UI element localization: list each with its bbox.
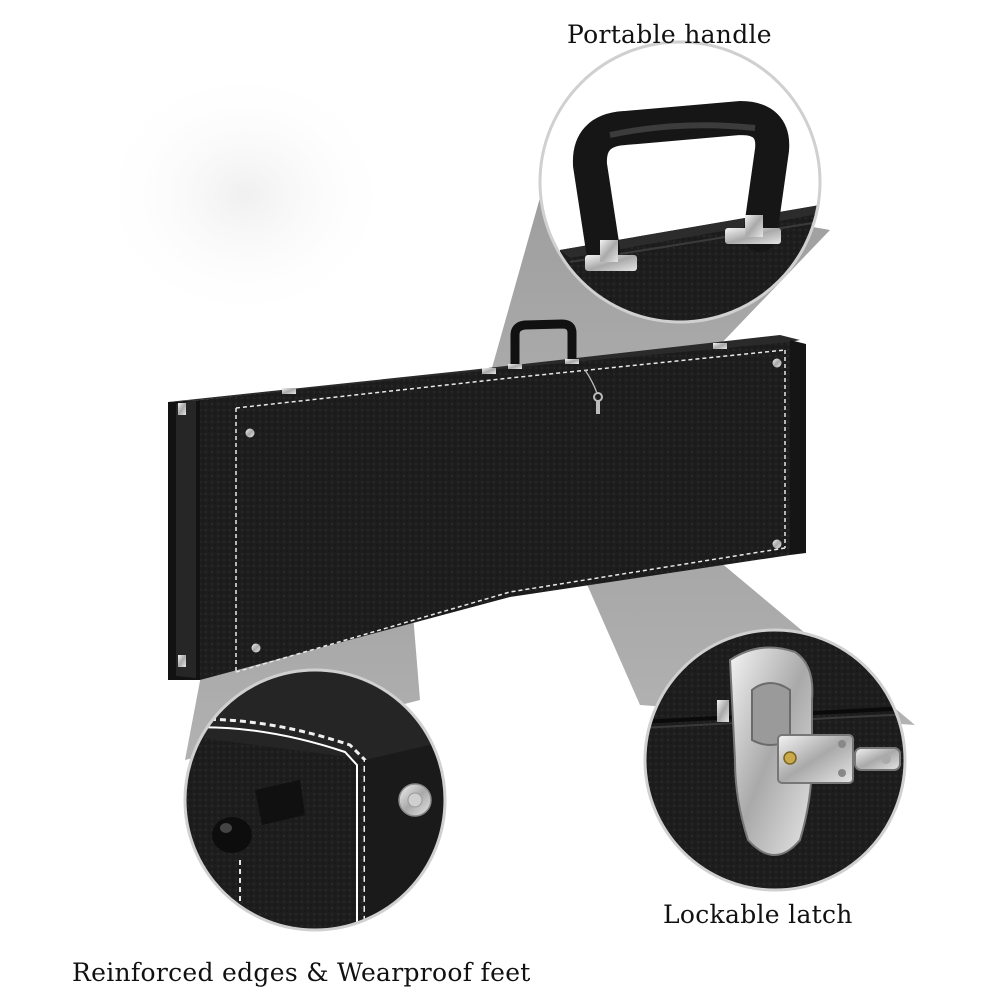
handle-caption: Portable handle <box>567 20 772 49</box>
background-halo <box>95 65 395 325</box>
foot-icon <box>212 817 252 853</box>
guitar-case <box>168 335 806 680</box>
latch-caption: Lockable latch <box>663 900 853 929</box>
zoom-handle <box>538 40 822 324</box>
zoom-latch <box>643 628 907 892</box>
handle-icon <box>508 319 579 369</box>
edges-caption: Reinforced edges & Wearproof feet <box>72 958 531 987</box>
rivet-icon <box>398 783 432 817</box>
handle-mount <box>585 215 781 271</box>
key-icon <box>584 369 603 414</box>
latch-icon <box>717 646 901 856</box>
